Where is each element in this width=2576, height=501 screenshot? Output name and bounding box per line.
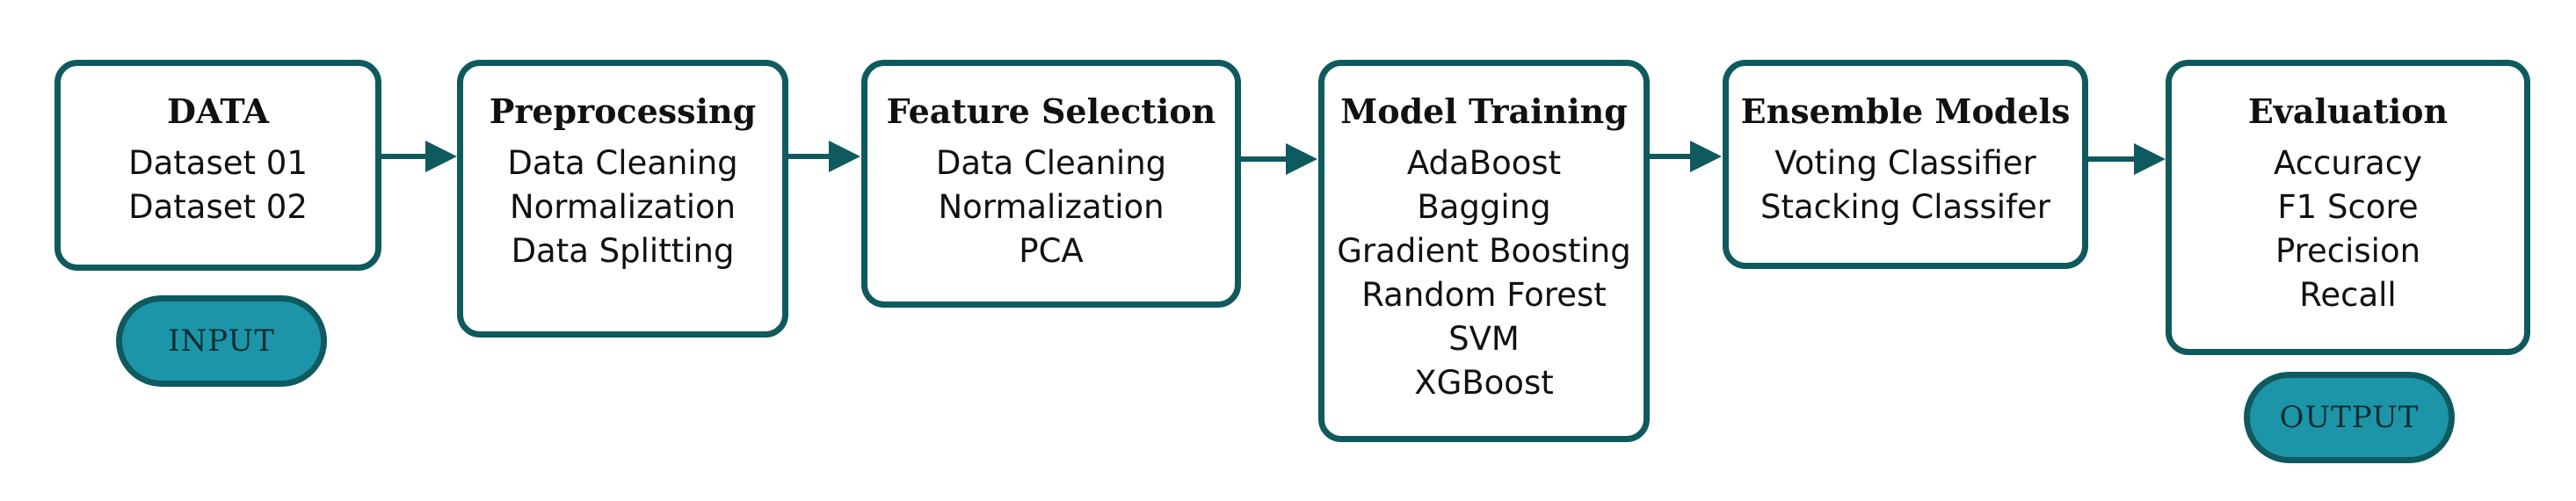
stage-preprocessing-item: Data Cleaning — [507, 144, 738, 182]
stage-model-training-item: Gradient Boosting — [1337, 232, 1631, 270]
output-badge: OUTPUT — [2244, 372, 2455, 463]
stage-feature-selection-item: PCA — [1019, 232, 1084, 270]
input-badge: INPUT — [116, 295, 327, 387]
stage-model-training-item: Random Forest — [1361, 276, 1607, 314]
output-badge-label: OUTPUT — [2279, 400, 2420, 435]
stage-feature-selection-title: Feature Selection — [886, 91, 1216, 131]
stage-feature-selection-item: Normalization — [938, 188, 1165, 226]
stage-ensemble-models-item: Stacking Classifer — [1760, 188, 2051, 226]
stage-feature-selection-box: Feature Selection Data Cleaning Normaliz… — [861, 60, 1241, 308]
stage-ensemble-models-box: Ensemble Models Voting Classifier Stacki… — [1723, 60, 2088, 269]
stage-evaluation-item: Recall — [2299, 276, 2397, 314]
stage-preprocessing-box: Preprocessing Data Cleaning Normalizatio… — [457, 60, 788, 338]
stage-model-training-box: Model Training AdaBoost Bagging Gradient… — [1318, 60, 1650, 442]
stage-evaluation-item: Accuracy — [2274, 144, 2422, 182]
stage-data-item: Dataset 02 — [128, 188, 308, 226]
stage-evaluation-title: Evaluation — [2247, 91, 2449, 131]
stage-model-training-item: AdaBoost — [1406, 144, 1562, 182]
stage-evaluation-box: Evaluation Accuracy F1 Score Precision R… — [2166, 60, 2530, 355]
stage-feature-selection-item: Data Cleaning — [935, 144, 1167, 182]
stage-data-title: DATA — [166, 91, 270, 131]
stage-preprocessing-item: Data Splitting — [511, 232, 735, 270]
stage-data-box: DATA Dataset 01 Dataset 02 — [54, 60, 381, 271]
stage-ensemble-models-item: Voting Classifier — [1774, 144, 2036, 182]
stage-model-training-item: SVM — [1448, 320, 1520, 358]
stage-preprocessing-title: Preprocessing — [489, 91, 757, 131]
input-badge-label: INPUT — [168, 323, 275, 359]
stage-model-training-item: XGBoost — [1414, 364, 1554, 402]
stage-model-training-title: Model Training — [1340, 91, 1628, 131]
stage-preprocessing-item: Normalization — [509, 188, 737, 226]
stage-evaluation-item: F1 Score — [2277, 188, 2419, 226]
stage-model-training-item: Bagging — [1417, 188, 1551, 226]
stage-data-item: Dataset 01 — [128, 144, 308, 182]
stage-ensemble-models-title: Ensemble Models — [1740, 91, 2071, 131]
stage-evaluation-item: Precision — [2275, 232, 2421, 270]
